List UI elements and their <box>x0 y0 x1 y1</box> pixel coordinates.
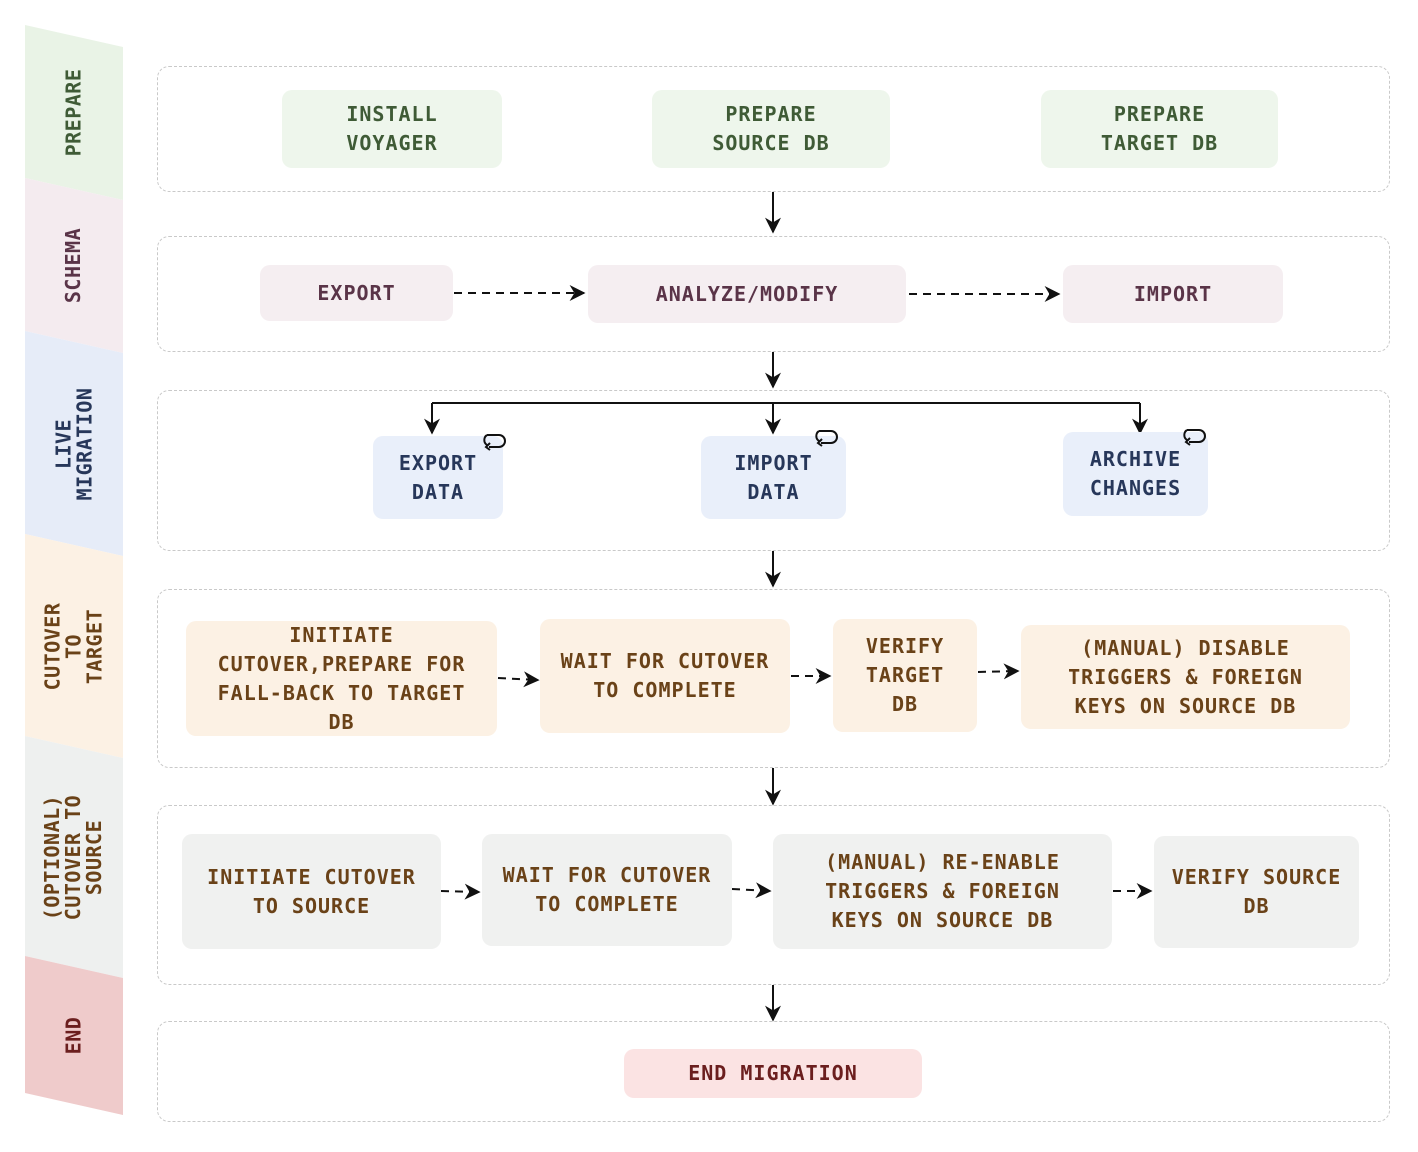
node-export-schema[interactable]: EXPORT <box>260 265 453 321</box>
loop-icon <box>1183 429 1206 446</box>
node-analyze-modify[interactable]: ANALYZE/MODIFY <box>588 265 906 323</box>
node-import-schema-label: IMPORT <box>1133 281 1213 306</box>
loop-icon <box>483 434 506 451</box>
node-verify-target-db-label: VERIFY TARGET DB <box>865 634 945 716</box>
node-import-schema[interactable]: IMPORT <box>1063 265 1283 323</box>
node-verify-target-db[interactable]: VERIFY TARGET DB <box>833 619 977 732</box>
phase-frame-schema <box>157 236 1390 352</box>
node-end-migration-label: END MIGRATION <box>688 1061 858 1085</box>
phase-frame-prepare <box>157 66 1390 192</box>
node-prepare-source-db-label: PREPARE SOURCE DB <box>712 102 830 155</box>
edge-verify-to-disable <box>977 663 1020 680</box>
node-export-data[interactable]: EXPORT DATA <box>373 436 503 519</box>
band-segment-prepare <box>25 25 123 200</box>
edge-initiate-to-wait-source <box>440 883 481 900</box>
node-wait-cutover-source-label: WAIT FOR CUTOVER TO COMPLETE <box>502 863 712 916</box>
node-prepare-target-db[interactable]: PREPARE TARGET DB <box>1041 90 1278 168</box>
node-reenable-triggers-label: (MANUAL) RE-ENABLE TRIGGERS & FOREIGN KE… <box>825 850 1060 932</box>
node-import-data[interactable]: IMPORT DATA <box>701 436 846 519</box>
node-initiate-cutover-source-label: INITIATE CUTOVER TO SOURCE <box>207 864 416 918</box>
band-segment-live <box>25 331 123 556</box>
phase-frame-cutover-target <box>157 589 1390 768</box>
node-disable-triggers-label: (MANUAL) DISABLE TRIGGERS & FOREIGN KEYS… <box>1068 635 1303 718</box>
node-wait-cutover-source[interactable]: WAIT FOR CUTOVER TO COMPLETE <box>482 834 732 946</box>
node-initiate-cutover-source[interactable]: INITIATE CUTOVER TO SOURCE <box>182 834 441 949</box>
node-verify-source-db-label: VERIFY SOURCE DB <box>1171 865 1342 918</box>
node-import-data-label: IMPORT DATA <box>734 450 813 504</box>
node-analyze-modify-label: ANALYZE/MODIFY <box>655 281 839 306</box>
loop-icon <box>815 430 838 447</box>
node-wait-cutover-target-label: WAIT FOR CUTOVER TO COMPLETE <box>560 649 770 702</box>
node-install-voyager[interactable]: INSTALL VOYAGER <box>282 90 502 168</box>
node-initiate-cutover-target-label: INITIATE CUTOVER,PREPARE FOR FALL-BACK T… <box>217 622 466 734</box>
edge-wait-to-reenable <box>731 882 772 899</box>
node-archive-changes[interactable]: ARCHIVE CHANGES <box>1063 432 1208 516</box>
phase-frame-live <box>157 390 1390 551</box>
node-prepare-source-db[interactable]: PREPARE SOURCE DB <box>652 90 890 168</box>
node-initiate-cutover-target[interactable]: INITIATE CUTOVER,PREPARE FOR FALL-BACK T… <box>186 621 497 736</box>
node-install-voyager-label: INSTALL VOYAGER <box>346 102 438 155</box>
node-export-schema-label: EXPORT <box>317 280 396 305</box>
node-wait-cutover-target[interactable]: WAIT FOR CUTOVER TO COMPLETE <box>540 619 790 733</box>
band-segment-cutover-source <box>25 736 123 978</box>
node-verify-source-db[interactable]: VERIFY SOURCE DB <box>1154 836 1359 948</box>
node-disable-triggers[interactable]: (MANUAL) DISABLE TRIGGERS & FOREIGN KEYS… <box>1021 625 1350 729</box>
node-export-data-label: EXPORT DATA <box>398 450 478 504</box>
node-end-migration[interactable]: END MIGRATION <box>624 1049 922 1098</box>
band-segment-cutover-target <box>25 534 123 758</box>
edge-initiate-to-wait-target <box>497 671 540 688</box>
band-segment-end <box>25 956 123 1115</box>
band-segment-schema <box>25 178 123 353</box>
node-archive-changes-label: ARCHIVE CHANGES <box>1089 447 1182 500</box>
node-prepare-target-db-label: PREPARE TARGET DB <box>1100 102 1219 155</box>
phase-band <box>25 25 123 1115</box>
node-reenable-triggers[interactable]: (MANUAL) RE-ENABLE TRIGGERS & FOREIGN KE… <box>773 834 1112 949</box>
